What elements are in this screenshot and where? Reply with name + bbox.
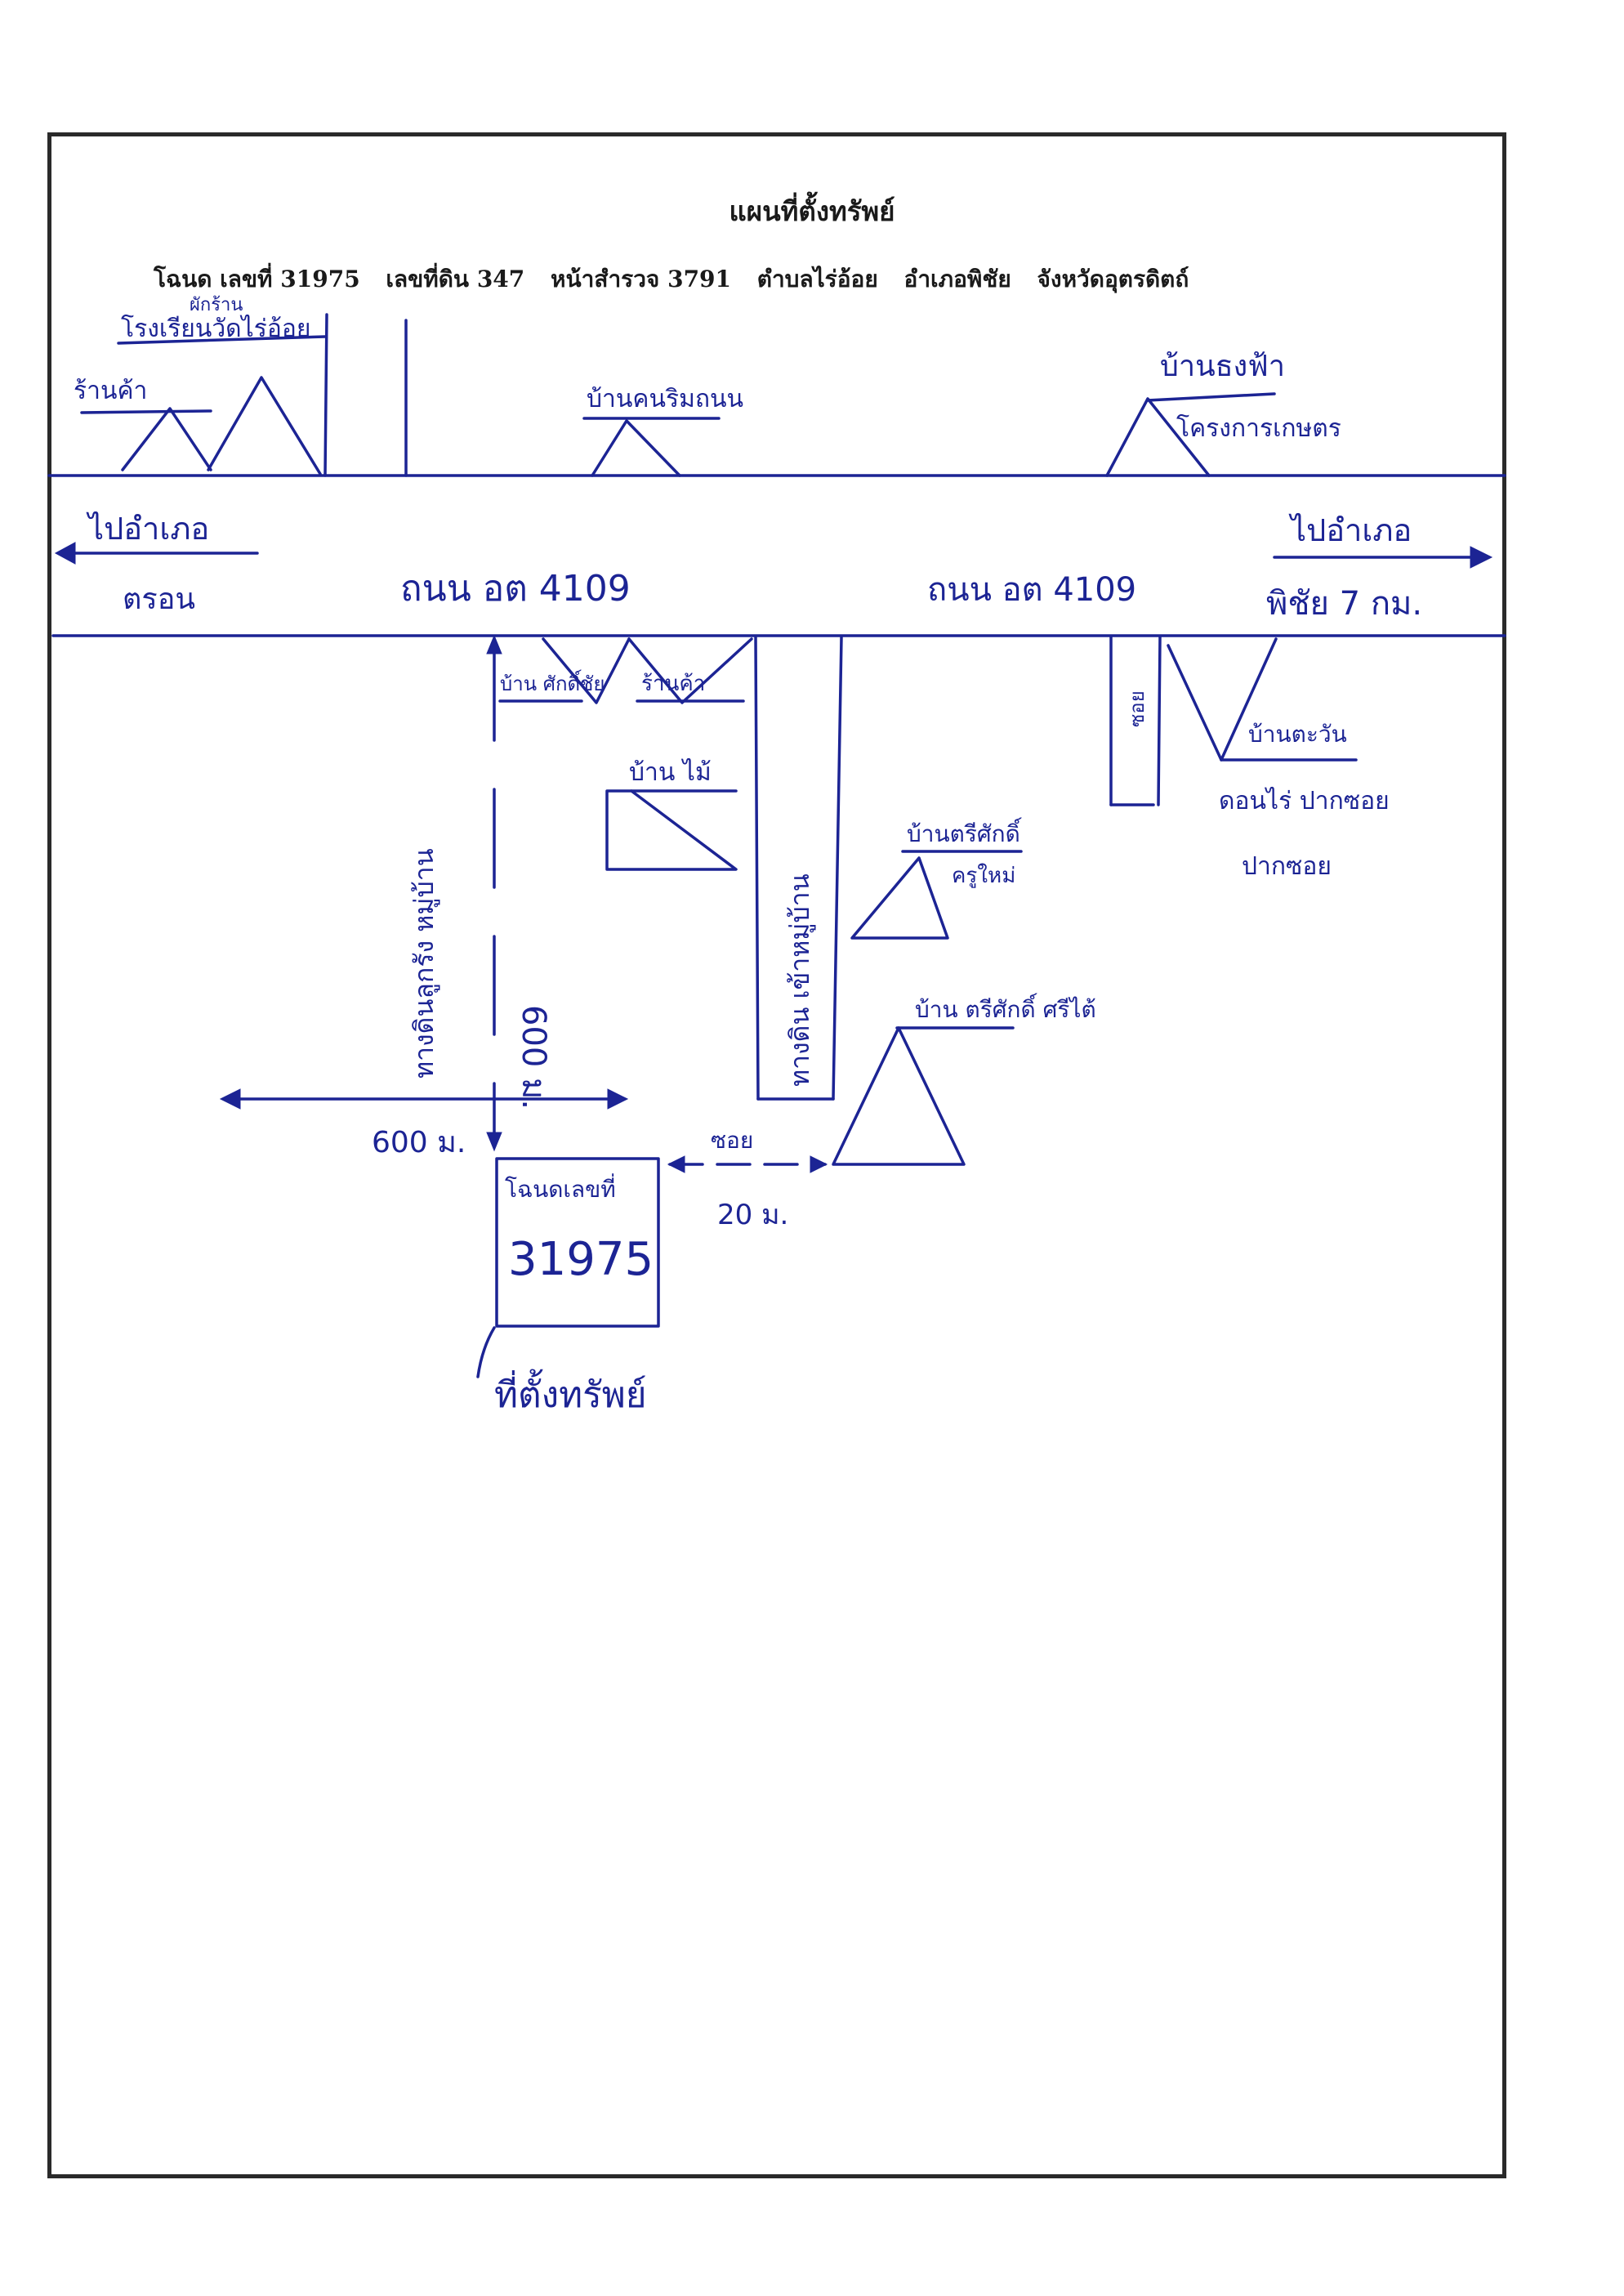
top-left-shop-label: ร้านค้า xyxy=(74,377,147,405)
top-mid-house-label: บ้านคนริมถนน xyxy=(587,385,743,413)
house-e2-label: ครูใหม่ xyxy=(952,864,1015,888)
top-right-house-label: บ้านธงฟ้า xyxy=(1160,350,1285,383)
parcel-title-label: โฉนดเลขที่ xyxy=(505,1173,616,1203)
left-direction-label: ไปอำเภอ xyxy=(86,511,209,547)
survey-page: หน้าสำรวจ 3791 xyxy=(551,266,732,293)
parcel-caption-label: ที่ตั้งทรัพย์ xyxy=(494,1369,646,1416)
house-c-label: บ้าน ไม้ xyxy=(629,757,712,787)
house-icon xyxy=(1105,392,1276,477)
vertical-road-left-label: ทางดินลูกรัง หมู่บ้าน xyxy=(408,848,440,1079)
house-d3-label: ปากซอย xyxy=(1242,852,1332,881)
right-destination-label: พิชัย 7 กม. xyxy=(1266,585,1422,623)
top-right-shop-label: โครงการเกษตร xyxy=(1176,413,1341,443)
land-number: เลขที่ดิน 347 xyxy=(386,266,525,293)
house-d2-label: ดอนไร่ ปากซอย xyxy=(1219,786,1390,815)
side-lane xyxy=(1109,636,1162,806)
parcel-box xyxy=(495,1157,660,1328)
arrow-left-icon xyxy=(54,542,259,565)
deed-info: โฉนด เลขที่ 31975 เลขที่ดิน 347 หน้าสำรว… xyxy=(154,261,1379,297)
district: อำเภอพิชัย xyxy=(903,266,1011,293)
subdistrict: ตำบลไร่อ้อย xyxy=(756,266,878,293)
vertical-distance-label: 600 ม. xyxy=(515,1005,552,1110)
gap-distance-label: 20 ม. xyxy=(717,1199,788,1231)
house-d-label: บ้านตะวัน xyxy=(1248,721,1347,748)
right-direction-label: ไปอำเภอ xyxy=(1288,512,1412,548)
house-icon xyxy=(498,637,753,704)
horizontal-distance-label: 600 ม. xyxy=(372,1126,466,1159)
parcel-pointer xyxy=(476,1326,496,1378)
vertical-lane-marker xyxy=(486,634,502,1152)
house-icon xyxy=(1167,637,1358,762)
map-border xyxy=(47,132,1506,2178)
gap-label: ซอย xyxy=(711,1127,753,1154)
house-icon xyxy=(850,850,1023,940)
top-left-school-label: โรงเรียนวัดไร่อ้อย xyxy=(121,314,310,343)
arrow-right-icon xyxy=(1273,546,1493,569)
house-e-label: บ้านตรีศักดิ์ xyxy=(907,817,1022,847)
top-left-note-label: ผักร้าน xyxy=(190,295,243,315)
gap-distance-marker xyxy=(667,1155,828,1173)
middle-lane xyxy=(754,636,843,1101)
house-f-label: บ้าน ตรีศักดิ์ ศรีไต้ xyxy=(915,993,1096,1023)
house-b-label: ร้านค้า xyxy=(641,672,705,696)
house-icon xyxy=(80,335,327,476)
side-road-label: ซอย xyxy=(1126,690,1149,727)
map-title: แผนที่ตั้งทรัพย์ xyxy=(729,195,895,227)
road-name-right: ถนน อต 4109 xyxy=(927,571,1136,609)
house-icon xyxy=(582,417,721,477)
house-icon xyxy=(605,789,738,871)
province: จังหวัดอุตรดิตถ์ xyxy=(1037,266,1189,293)
horizontal-distance-marker xyxy=(219,1088,629,1110)
parcel-number-label: 31975 xyxy=(508,1233,654,1286)
deed-number: โฉนด เลขที่ 31975 xyxy=(154,266,360,293)
left-destination-label: ตรอน xyxy=(123,583,195,616)
vertical-road-mid-label: ทางดิน เข้าหมู่บ้าน xyxy=(784,873,816,1087)
house-a-label: บ้าน ศักดิ์ชัย xyxy=(500,669,605,695)
top-left-lane-edge xyxy=(323,313,328,477)
road-name-left: ถนน อต 4109 xyxy=(400,568,631,610)
house-icon xyxy=(832,1026,1015,1166)
